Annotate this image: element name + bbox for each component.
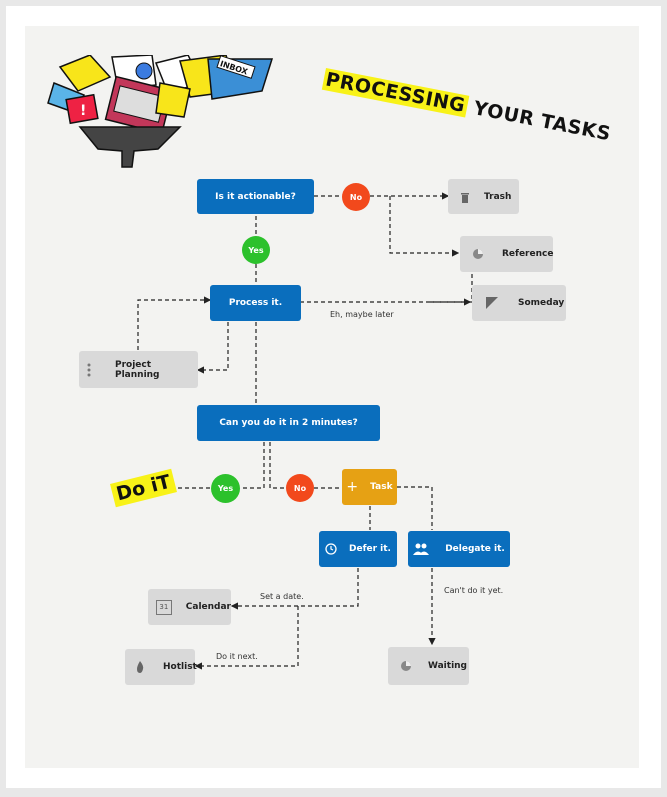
reference-icon (472, 248, 484, 260)
cant-do-label: Can't do it yet. (444, 586, 504, 595)
project-planning-node: Project Planning (79, 351, 198, 388)
set-date-label: Set a date. (260, 592, 304, 601)
yes-label-2: Yes (217, 484, 234, 493)
edge-2min-yes (240, 442, 265, 489)
no-decision-1: No (342, 183, 370, 211)
waiting-label: Waiting (428, 661, 468, 671)
someday-label: Someday (518, 298, 565, 308)
clock-icon (325, 543, 337, 555)
people-icon (413, 543, 430, 555)
no-label-1: No (349, 192, 363, 202)
pie-clock-icon (400, 660, 412, 672)
task-node: + Task (342, 469, 397, 505)
trash-icon (460, 191, 470, 203)
vertical-dots-icon (87, 363, 91, 377)
inbox-funnel-illustration: INBOX ! (47, 55, 274, 168)
maybe-later-label: Eh, maybe later (330, 310, 394, 319)
hotlist-label: Hotlist (163, 662, 197, 672)
do-next-label: Do it next. (216, 652, 258, 661)
edge-defer-calendar (230, 568, 359, 610)
project-planning-label: Project Planning (115, 359, 160, 380)
delegate-label: Delegate it. (445, 544, 505, 554)
yes-decision-2: Yes (211, 474, 240, 503)
reference-label: Reference (502, 249, 554, 259)
no-label-2: No (293, 483, 307, 493)
actionable-node: Is it actionable? (197, 179, 314, 214)
someday-node: Someday (472, 285, 566, 321)
defer-node: Defer it. (319, 531, 397, 567)
yes-label-1: Yes (248, 245, 264, 255)
calendar-node: 31 Calendar (148, 589, 231, 625)
no-decision-2: No (286, 474, 314, 502)
trash-node: Trash (448, 179, 519, 214)
flame-icon (135, 661, 145, 673)
edge-no-reference (389, 196, 460, 257)
edge-process-planning (196, 322, 229, 374)
edge-2min-no (269, 442, 286, 489)
someday-icon (486, 297, 498, 309)
defer-label: Defer it. (349, 544, 391, 554)
process-node: Process it. (210, 285, 301, 321)
svg-text:!: ! (80, 103, 86, 119)
plus-icon: + (346, 479, 359, 495)
calendar-label: Calendar (185, 602, 231, 612)
task-label: Task (370, 482, 393, 492)
reference-node: Reference (460, 236, 553, 272)
edge-task-delegate (397, 486, 433, 530)
yes-decision-1: Yes (242, 236, 270, 264)
process-label: Process it. (228, 298, 283, 308)
hotlist-node: Hotlist (125, 649, 197, 685)
edge-process-someday-ref (300, 262, 473, 303)
delegate-node: Delegate it. (408, 531, 510, 567)
edge-defer-hotlist (194, 606, 299, 670)
edge-planning-process (137, 296, 212, 350)
waiting-node: Waiting (388, 647, 469, 685)
calendar-icon: 31 (156, 599, 172, 615)
trash-label: Trash (484, 191, 512, 202)
two-minutes-label: Can you do it in 2 minutes? (219, 418, 358, 428)
actionable-label: Is it actionable? (215, 191, 296, 202)
two-minutes-node: Can you do it in 2 minutes? (197, 405, 380, 441)
